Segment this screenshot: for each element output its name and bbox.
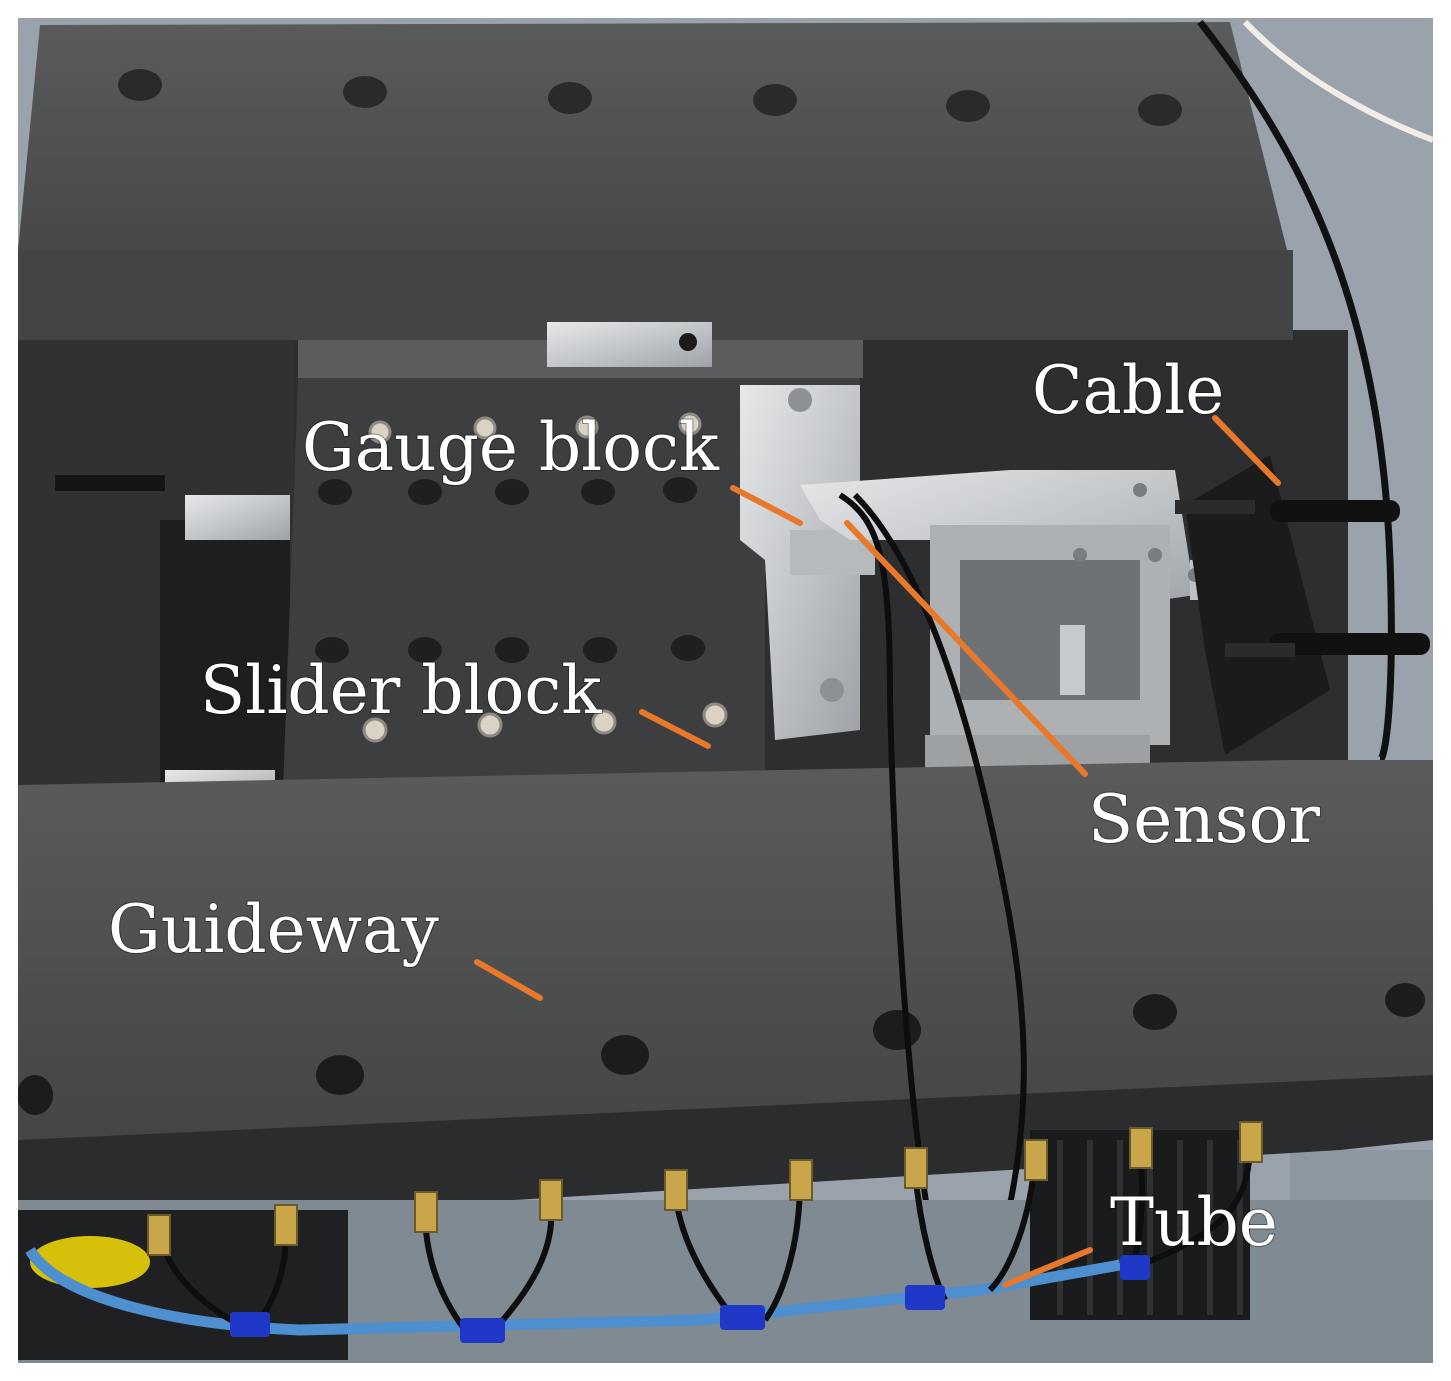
- tube-leader: [1002, 1247, 1093, 1288]
- sensor-leader: [844, 520, 1088, 777]
- sensor-label: Sensor: [1088, 781, 1320, 858]
- right-bracket: [1185, 455, 1330, 755]
- slider-block: [283, 345, 860, 790]
- tube-label: Tube: [1110, 1184, 1278, 1261]
- cable-leader: [1212, 415, 1281, 486]
- guideway: [17, 760, 1433, 1230]
- gauge-block-label: Gauge block: [302, 409, 720, 486]
- upper-granite-beam: [18, 22, 1293, 340]
- gauge-block-leader: [730, 485, 803, 526]
- tube: [25, 1121, 1263, 1343]
- guideway-leader: [474, 959, 543, 1001]
- guideway-label: Guideway: [108, 891, 439, 968]
- cable-label: Cable: [1032, 352, 1224, 429]
- slider-block-leader: [639, 709, 711, 749]
- slider-block-label: Slider block: [200, 652, 602, 729]
